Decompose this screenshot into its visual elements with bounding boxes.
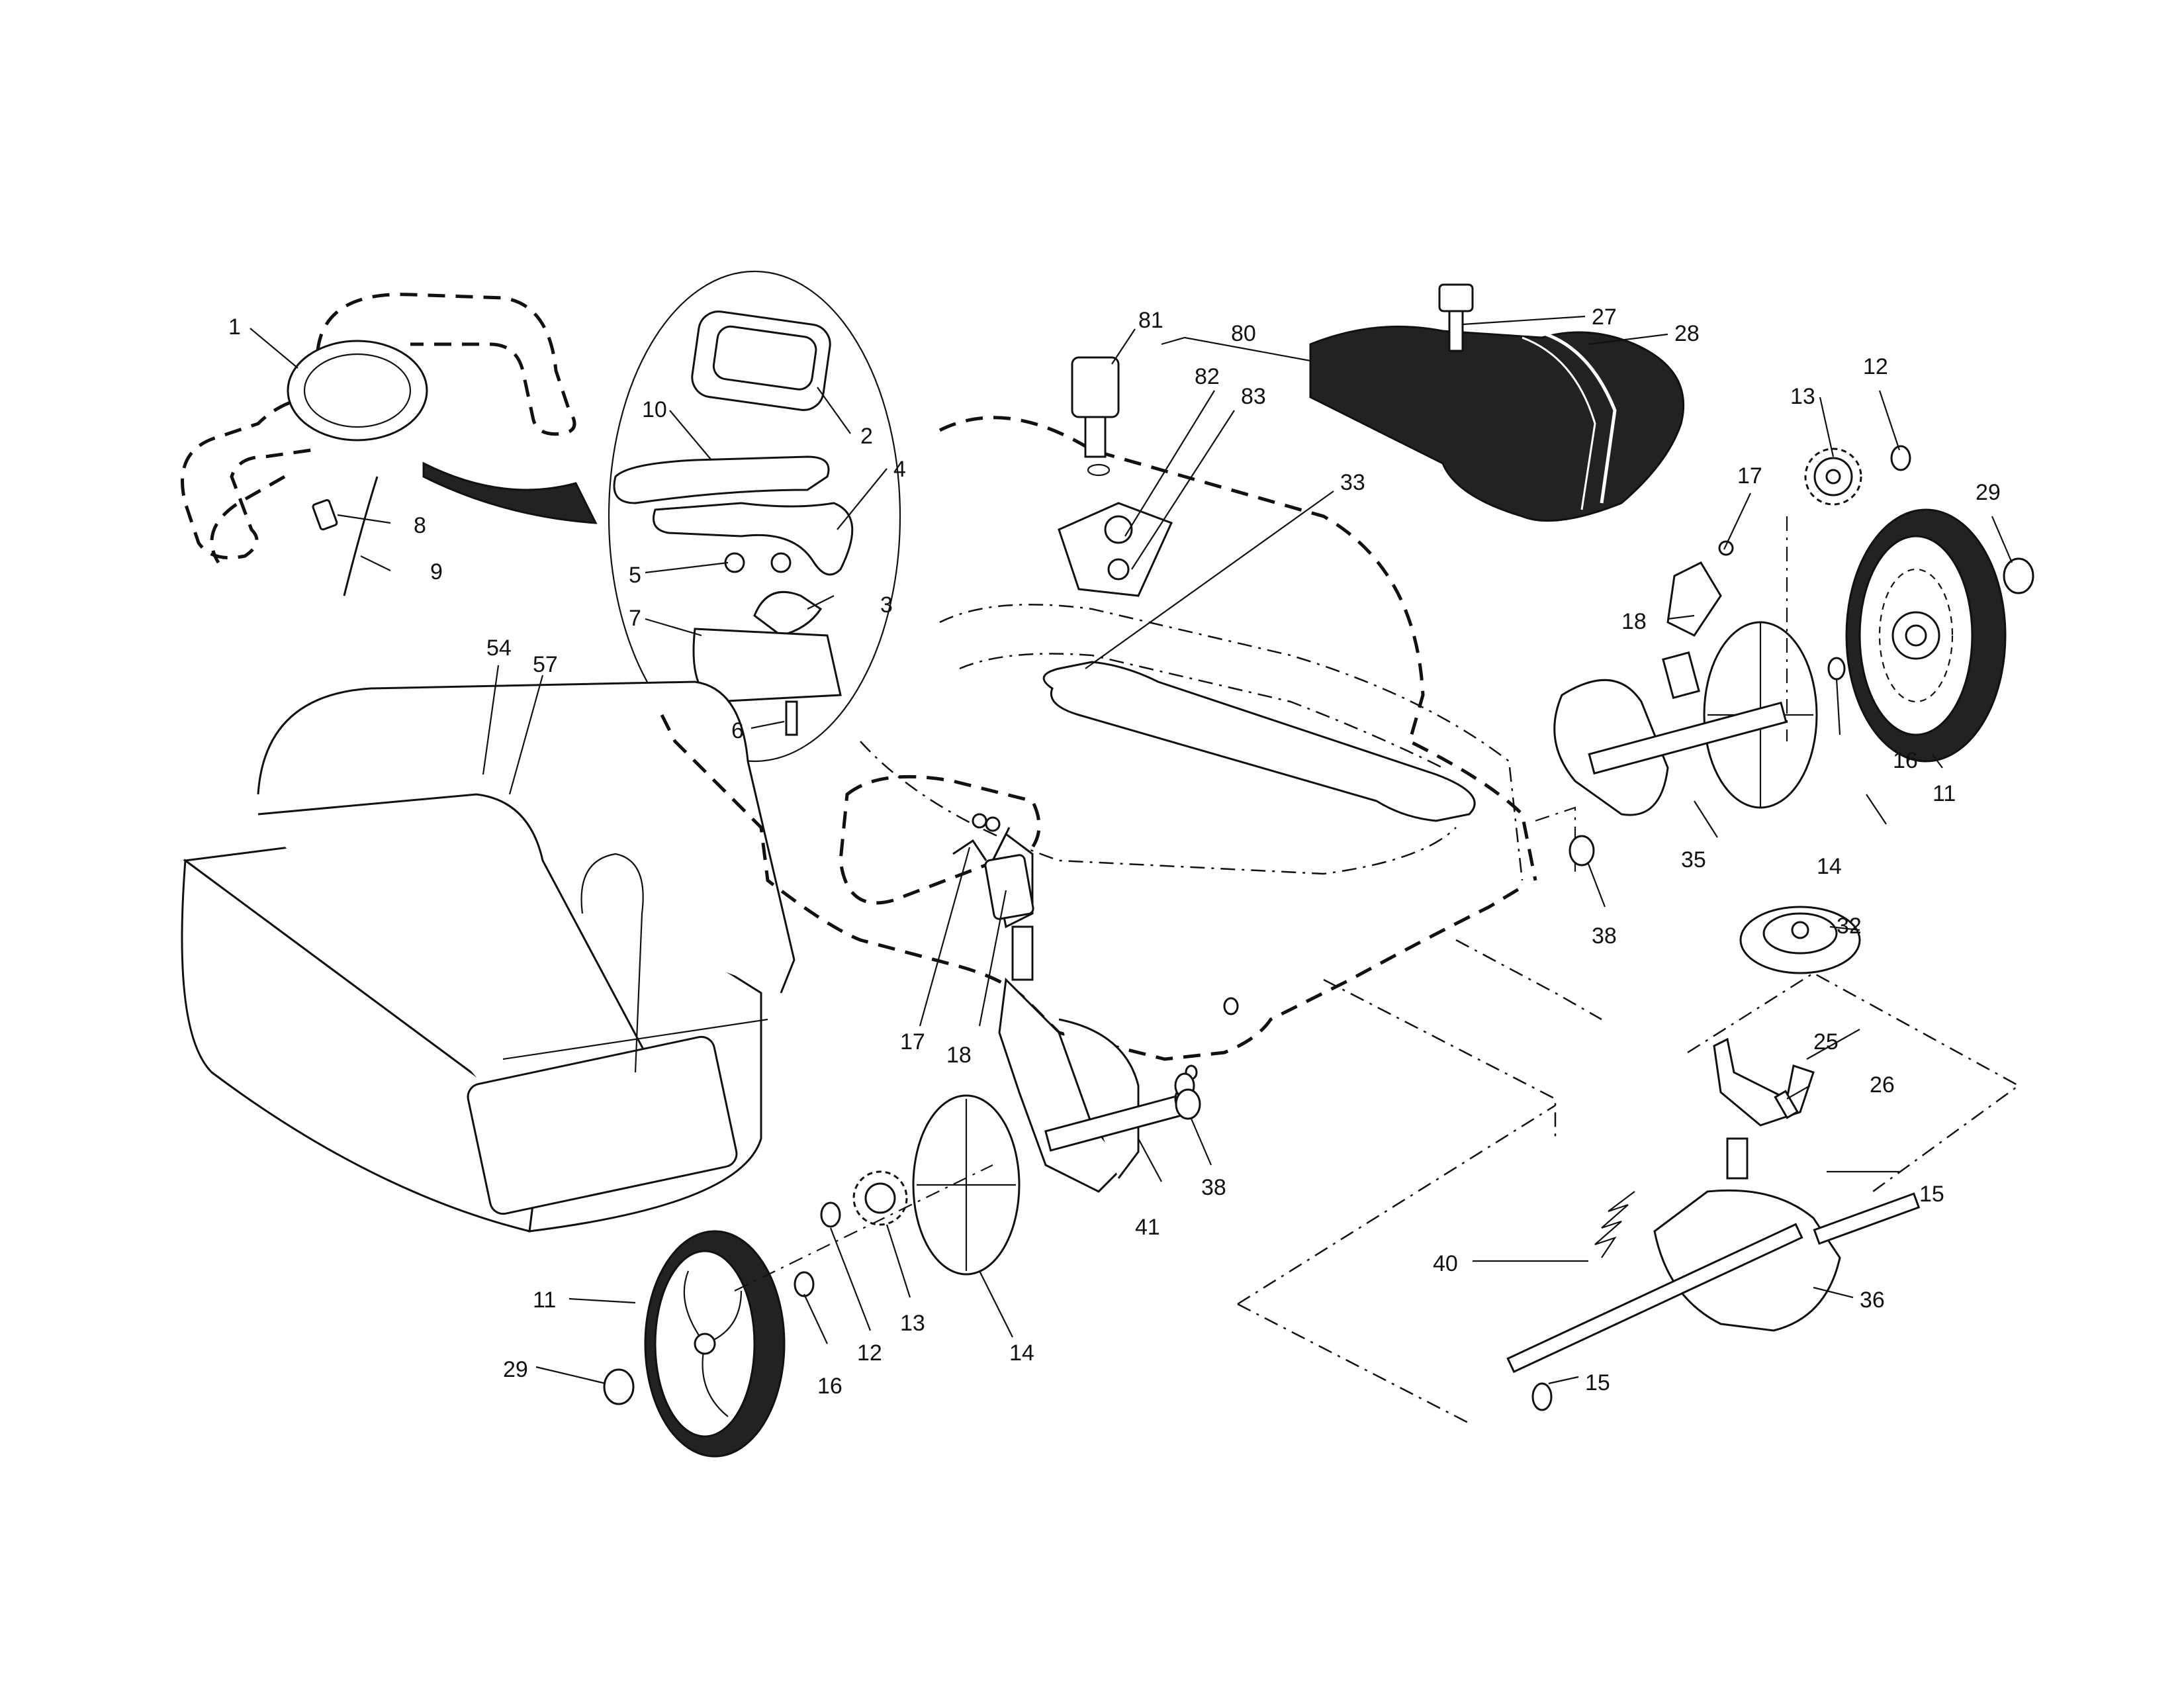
- callout-15-upper: 15: [1919, 1182, 1944, 1207]
- callout-1: 1: [228, 314, 241, 340]
- callout-11-left: 11: [533, 1288, 556, 1313]
- callout-41: 41: [1135, 1215, 1160, 1240]
- callout-35: 35: [1681, 847, 1706, 872]
- callout-8: 8: [414, 513, 426, 538]
- callout-26: 26: [1870, 1072, 1895, 1098]
- callout-12-left: 12: [857, 1340, 882, 1366]
- callout-18-left: 18: [946, 1043, 972, 1068]
- nut-38-left: [1175, 1088, 1201, 1120]
- handle-knob: [287, 340, 428, 442]
- callout-36: 36: [1860, 1288, 1885, 1313]
- callout-32: 32: [1837, 914, 1862, 939]
- gear-13-right: [1804, 447, 1862, 506]
- callout-29-right: 29: [1976, 480, 2001, 505]
- callout-16-right: 16: [1893, 748, 1918, 773]
- callout-80: 80: [1231, 321, 1256, 346]
- control-detail-oval: [608, 270, 901, 763]
- grass-bag-57: [181, 680, 796, 1233]
- callout-33: 33: [1340, 470, 1365, 495]
- callout-29-left: 29: [503, 1357, 528, 1382]
- callout-17-left: 17: [900, 1029, 925, 1055]
- callout-7: 7: [629, 606, 641, 631]
- callout-81: 81: [1138, 308, 1163, 333]
- left-wheel-assembly: [603, 1094, 1021, 1458]
- callout-6: 6: [731, 718, 744, 743]
- callout-28: 28: [1674, 321, 1700, 346]
- callout-82: 82: [1195, 364, 1220, 389]
- callout-13-right: 13: [1790, 384, 1815, 409]
- callout-57: 57: [533, 652, 558, 677]
- discharge-chute-28: [1309, 325, 1685, 522]
- callout-12-right: 12: [1863, 354, 1888, 379]
- callout-3: 3: [880, 592, 893, 618]
- callout-4: 4: [893, 457, 906, 482]
- callout-14-right: 14: [1817, 854, 1842, 879]
- mower-deck: [660, 416, 1602, 1139]
- transmission-36: [1237, 906, 2021, 1425]
- callout-labels: 1 2 3 4 5 6 7 8 9 10 11 11 12 12 13 13 1…: [228, 305, 2001, 1399]
- handle-outline: [181, 293, 576, 564]
- callout-11-right: 11: [1933, 781, 1956, 806]
- callout-54: 54: [486, 635, 512, 661]
- callout-13-left: 13: [900, 1311, 925, 1336]
- callout-17-right: 17: [1737, 463, 1762, 489]
- callout-2: 2: [860, 424, 873, 449]
- callout-83: 83: [1241, 384, 1266, 409]
- callout-5: 5: [629, 563, 641, 588]
- callout-38-left: 38: [1201, 1175, 1226, 1200]
- callout-27: 27: [1592, 305, 1617, 330]
- callout-14-left: 14: [1009, 1340, 1034, 1366]
- callout-18-right: 18: [1621, 609, 1647, 634]
- right-wheel-assembly: [1535, 445, 2034, 874]
- callout-25: 25: [1813, 1029, 1839, 1055]
- drive-belt-33: [1042, 661, 1476, 822]
- part-81: [1071, 356, 1120, 477]
- callout-38-right: 38: [1592, 923, 1617, 949]
- callout-10: 10: [642, 397, 667, 422]
- leader-lines: [250, 315, 2013, 1385]
- bolt-27: [1438, 283, 1474, 352]
- callout-40: 40: [1433, 1251, 1458, 1276]
- spring-17-18-left: [952, 816, 1034, 920]
- gear-13-left: [852, 1170, 908, 1226]
- plate-82-83: [1058, 502, 1173, 597]
- callout-9: 9: [430, 559, 443, 585]
- detail-connector: [422, 461, 598, 524]
- bolt-8: [312, 499, 338, 531]
- callout-15-lower: 15: [1585, 1370, 1610, 1395]
- callout-16-left: 16: [817, 1374, 842, 1399]
